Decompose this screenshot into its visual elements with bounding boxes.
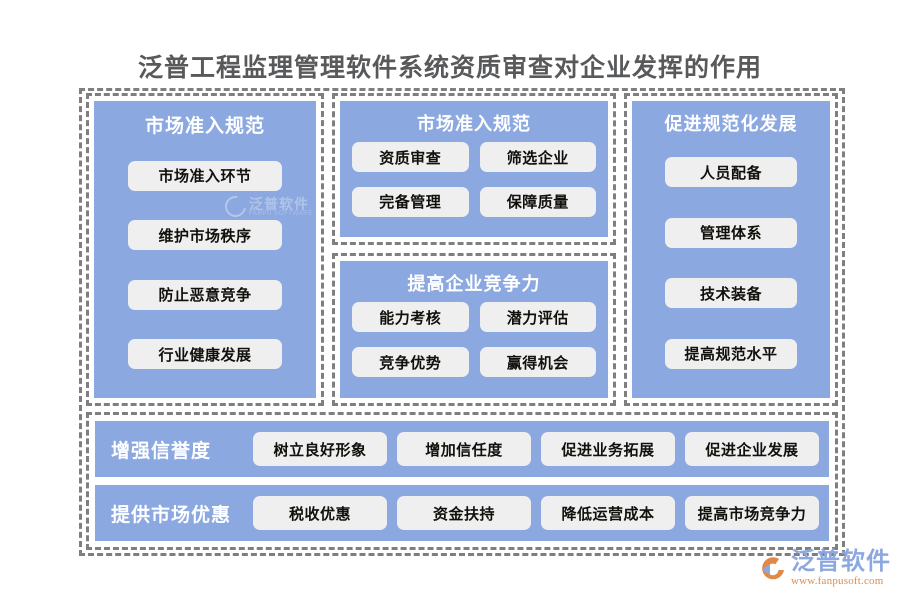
panel-right: 促进规范化发展 人员配备 管理体系 技术装备 提高规范水平 <box>632 101 830 398</box>
list-item[interactable]: 市场准入环节 <box>128 160 282 191</box>
panel-right-title: 促进规范化发展 <box>664 114 798 134</box>
list-item[interactable]: 管理体系 <box>665 217 797 248</box>
list-item[interactable]: 行业健康发展 <box>128 339 282 370</box>
brand-name-label: 泛普软件 <box>791 548 891 575</box>
bottom-row-market-benefits: 提供市场优惠 税收优惠 资金扶持 降低运营成本 提高市场竞争力 <box>95 485 829 541</box>
panel-left: 市场准入规范 市场准入环节 维护市场秩序 防止恶意竞争 行业健康发展 <box>94 101 316 398</box>
list-item[interactable]: 潜力评估 <box>479 302 596 332</box>
panel-left-title: 市场准入规范 <box>144 116 265 137</box>
group-left-market-access: 市场准入规范 市场准入环节 维护市场秩序 防止恶意竞争 行业健康发展 <box>86 93 324 406</box>
diagram-outer-frame <box>79 88 845 556</box>
list-item[interactable]: 提高规范水平 <box>665 338 797 369</box>
bottom-row-market-benefits-items: 税收优惠 资金扶持 降低运营成本 提高市场竞争力 <box>253 496 819 530</box>
bottom-region: 增强信誉度 树立良好形象 增加信任度 促进业务拓展 促进企业发展 提供市场优惠 … <box>86 412 838 550</box>
brand-url-label: www.fanpusoft.com <box>791 575 884 587</box>
brand-logo-text: 泛普软件 www.fanpusoft.com <box>791 550 891 587</box>
list-item[interactable]: 竞争优势 <box>352 347 469 377</box>
panel-left-items: 市场准入环节 维护市场秩序 防止恶意竞争 行业健康发展 <box>104 146 306 390</box>
panel-middle-bottom: 提高企业竞争力 能力考核 潜力评估 竞争优势 赢得机会 <box>340 261 608 398</box>
group-middle: 市场准入规范 资质审查 筛选企业 完备管理 保障质量 提高企业竞争力 能力考核 … <box>332 93 616 406</box>
panel-middle-bottom-title: 提高企业竞争力 <box>407 274 541 294</box>
list-item[interactable]: 保障质量 <box>479 186 596 217</box>
list-item[interactable]: 能力考核 <box>352 302 469 332</box>
list-item[interactable]: 增加信任度 <box>397 432 531 466</box>
list-item[interactable]: 人员配备 <box>665 157 797 188</box>
list-item[interactable]: 提高市场竞争力 <box>685 496 819 530</box>
bottom-row-market-benefits-title: 提供市场优惠 <box>111 504 232 526</box>
bottom-row-reputation: 增强信誉度 树立良好形象 增加信任度 促进业务拓展 促进企业发展 <box>95 421 829 477</box>
list-item[interactable]: 技术装备 <box>665 278 797 309</box>
list-item[interactable]: 完备管理 <box>352 186 469 217</box>
list-item[interactable]: 维护市场秩序 <box>128 220 282 251</box>
list-item[interactable]: 降低运营成本 <box>541 496 675 530</box>
group-middle-bottom-competitiveness: 提高企业竞争力 能力考核 潜力评估 竞争优势 赢得机会 <box>332 253 616 406</box>
bottom-row-reputation-items: 树立良好形象 增加信任度 促进业务拓展 促进企业发展 <box>253 432 819 466</box>
list-item[interactable]: 税收优惠 <box>253 496 387 530</box>
panel-right-items: 人员配备 管理体系 技术装备 提高规范水平 <box>642 142 820 390</box>
fanpu-swoosh-icon <box>757 554 787 584</box>
bottom-row-reputation-title: 增强信誉度 <box>111 440 212 462</box>
list-item[interactable]: 树立良好形象 <box>253 432 387 466</box>
group-right-standardization: 促进规范化发展 人员配备 管理体系 技术装备 提高规范水平 <box>624 93 838 406</box>
list-item[interactable]: 赢得机会 <box>479 347 596 377</box>
list-item[interactable]: 资质审查 <box>352 142 469 172</box>
list-item[interactable]: 筛选企业 <box>479 142 596 172</box>
brand-logo: 泛普软件 www.fanpusoft.com <box>757 550 891 587</box>
list-item[interactable]: 资金扶持 <box>397 496 531 530</box>
list-item[interactable]: 促进业务拓展 <box>541 432 675 466</box>
list-item[interactable]: 促进企业发展 <box>685 432 819 466</box>
top-region: 市场准入规范 市场准入环节 维护市场秩序 防止恶意竞争 行业健康发展 市场准入规… <box>86 93 838 406</box>
list-item[interactable]: 防止恶意竞争 <box>128 279 282 310</box>
panel-middle-bottom-items: 能力考核 潜力评估 竞争优势 赢得机会 <box>350 302 598 390</box>
fanpu-swoosh-icon-svg <box>762 556 784 579</box>
group-middle-top-market-access: 市场准入规范 资质审查 筛选企业 完备管理 保障质量 <box>332 93 616 245</box>
panel-middle-top: 市场准入规范 资质审查 筛选企业 完备管理 保障质量 <box>340 101 608 237</box>
panel-middle-top-title: 市场准入规范 <box>417 114 531 134</box>
page-title: 泛普工程监理管理软件系统资质审查对企业发挥的作用 <box>137 54 762 82</box>
panel-middle-top-items: 资质审查 筛选企业 完备管理 保障质量 <box>350 142 598 229</box>
